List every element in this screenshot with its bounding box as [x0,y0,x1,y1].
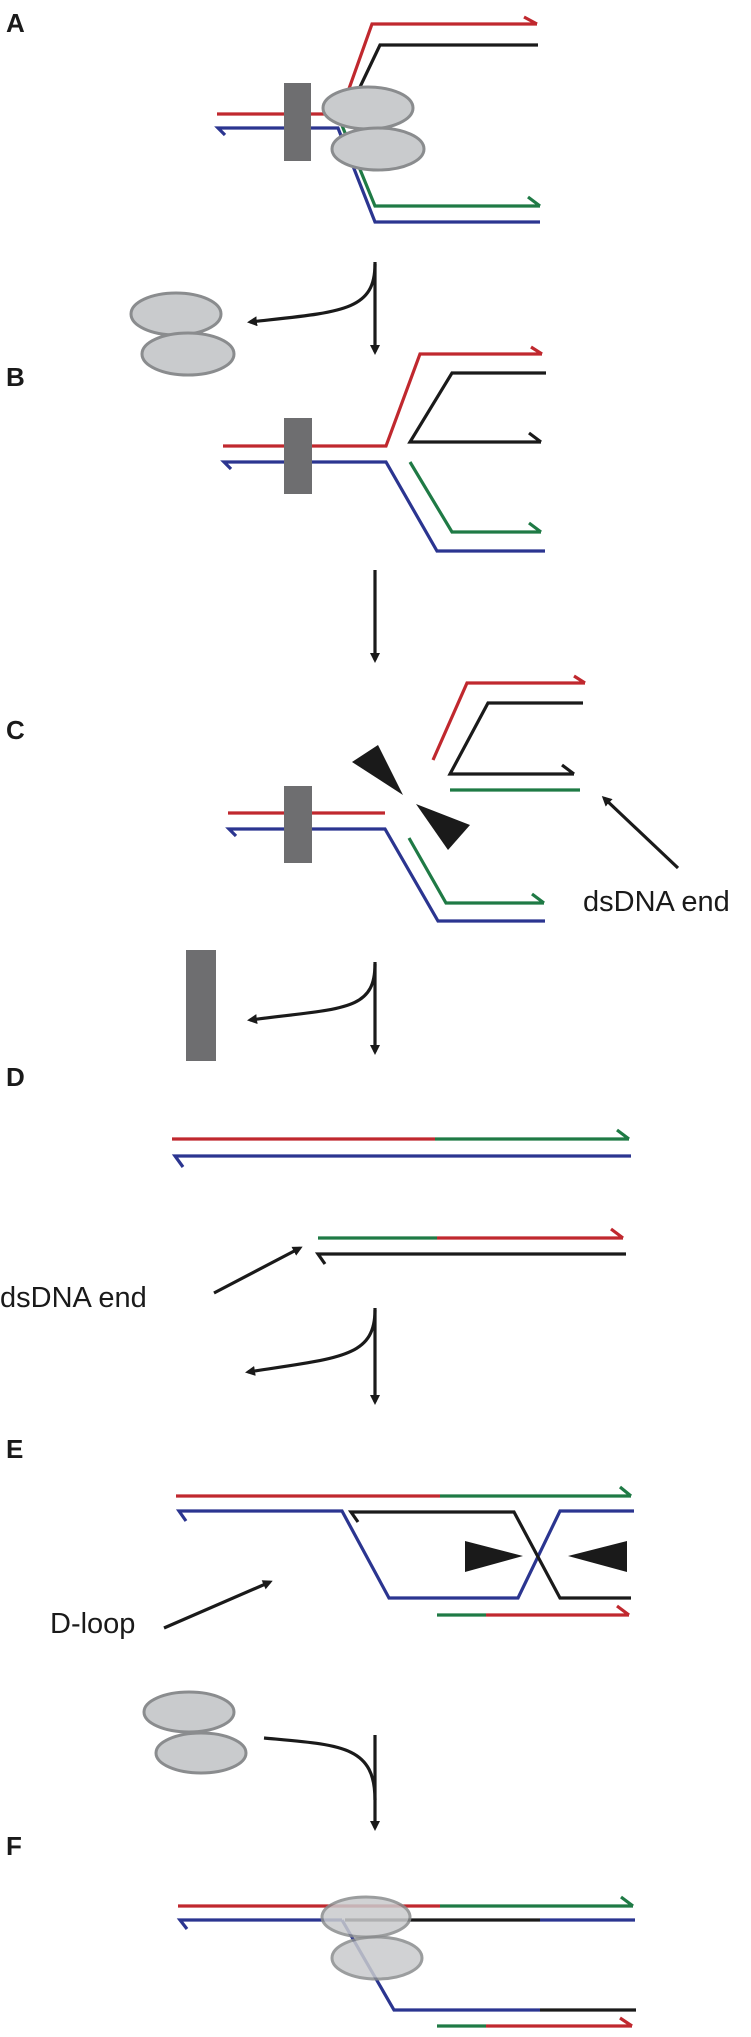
panel-d: D dsDNA end [0,1062,631,1314]
released-helicase-top [129,291,223,337]
broken-red-strand [431,674,586,761]
parental-red-strand [223,345,543,448]
dsdna-end-label-c: dsDNA end [583,886,730,918]
parental-blue-strand [214,126,540,224]
helicase-top-subunit [321,85,415,131]
black-strand-end [314,1252,626,1265]
blue-strand [176,1918,342,1930]
protein-blocker [284,418,312,494]
transition-e-f [142,1690,380,1831]
nuclease-top [352,745,403,795]
nuclease-bottom [416,804,470,850]
helicase-bottom-subunit [330,126,426,172]
green-strand [440,1895,634,1908]
panel-label-d: D [6,1062,25,1092]
helicase-bottom-subunit [330,1935,424,1981]
release-arrow [247,963,377,1025]
released-blocker [186,950,216,1061]
dsdna-end-pointer [601,795,680,870]
panel-e: E D-loop [6,1434,634,1640]
release-arrow [247,263,377,327]
nuclease-right [568,1541,627,1572]
released-helicase-bottom [140,331,236,377]
panel-label-f: F [6,1831,22,1861]
transition-c-d [186,950,380,1061]
loading-arrow [263,1736,377,1801]
panel-label-b: B [6,362,25,392]
nascent-black-strand [407,371,546,444]
panel-label-e: E [6,1434,23,1464]
parental-blue-strand [220,460,545,553]
blue-strand [171,1154,631,1168]
protein-blocker [284,83,311,161]
transition-a-b [129,262,380,377]
broken-black-strand [447,701,583,776]
parental-blue-strand [225,827,545,923]
red-strand-end [437,1227,624,1240]
transition-d-e [245,1308,380,1405]
green-strand [435,1128,630,1141]
panel-label-a: A [6,8,25,38]
dsdna-end-pointer [213,1246,303,1295]
d-loop-pointer [163,1580,273,1630]
helicase-top-subunit [320,1895,412,1939]
invading-black-strand [347,1510,631,1600]
release-arrow [245,1309,377,1376]
green-strand [440,1485,633,1498]
red-strand-lower [486,1604,630,1617]
dsdna-end-label-d: dsDNA end [0,1282,147,1314]
loading-helicase-top [142,1690,236,1734]
d-loop-label: D-loop [50,1608,135,1640]
panel-b: B [6,345,546,553]
panel-f: F [6,1831,636,2028]
nuclease-left [465,1541,523,1572]
nascent-green-strand [407,837,545,905]
blue-strand-d-loop [175,1509,634,1600]
loading-helicase-bottom [154,1731,248,1775]
red-strand-lower [486,2016,633,2028]
panel-label-c: C [6,715,25,745]
protein-blocker [284,786,312,863]
nascent-green-strand [408,461,542,534]
panel-a: A [6,8,541,224]
parental-red-strand [217,15,538,116]
panel-c: C dsDNA end [6,674,730,923]
